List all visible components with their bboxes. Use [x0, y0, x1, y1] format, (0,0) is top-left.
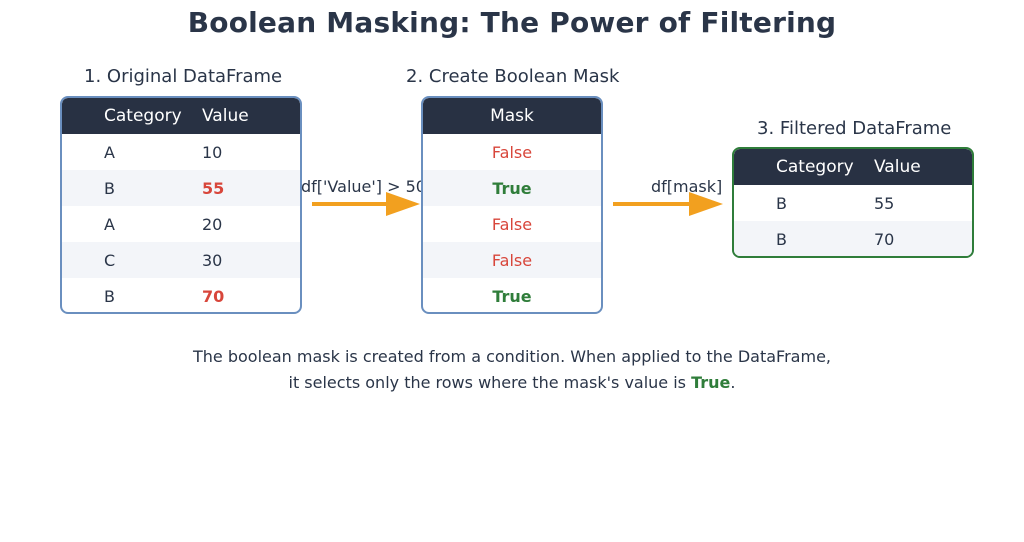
filtered-dataframe-table: Category Value B 55 B 70	[732, 147, 974, 258]
original-cell-value: 10	[202, 142, 223, 162]
filtered-header-value: Value	[874, 157, 921, 177]
table-row: False	[423, 206, 601, 242]
page-title: Boolean Masking: The Power of Filtering	[187, 6, 837, 39]
filtered-cell-category: B	[776, 193, 787, 213]
filtered-cell-category: B	[776, 229, 787, 249]
caption-line-2: it selects only the rows where the mask'…	[0, 370, 1024, 396]
table-row: B 55	[734, 185, 972, 221]
mask-cell-false: False	[491, 142, 533, 162]
arrow-right-icon	[312, 192, 420, 216]
original-dataframe-label: 1. Original DataFrame	[84, 66, 283, 87]
original-table-header: Category Value	[62, 98, 300, 134]
original-cell-category: A	[104, 142, 115, 162]
mask-table-header: Mask	[423, 98, 601, 134]
original-cell-category: B	[104, 286, 115, 306]
boolean-mask-label: 2. Create Boolean Mask	[406, 66, 620, 87]
caption-line-2-suffix: .	[730, 373, 736, 392]
original-cell-category: C	[104, 250, 116, 270]
table-row: False	[423, 134, 601, 170]
mask-cell-true: True	[492, 178, 532, 198]
original-header-category: Category	[104, 106, 182, 126]
mask-header: Mask	[490, 106, 534, 126]
table-row: True	[423, 278, 601, 312]
original-dataframe-table: Category Value A 10 B 55 A 20 C 30 B 70	[60, 96, 302, 314]
arrow-right-icon	[613, 192, 723, 216]
table-row: B 55	[62, 170, 300, 206]
caption-line-1: The boolean mask is created from a condi…	[193, 347, 831, 366]
original-cell-value-highlighted: 55	[202, 178, 225, 198]
table-row: A 20	[62, 206, 300, 242]
table-row: False	[423, 242, 601, 278]
mask-cell-true: True	[492, 286, 532, 306]
table-row: True	[423, 170, 601, 206]
table-row: B 70	[734, 221, 972, 256]
mask-cell-false: False	[491, 214, 533, 234]
original-cell-value: 30	[202, 250, 223, 270]
filtered-table-header: Category Value	[734, 149, 972, 185]
filtered-dataframe-label: 3. Filtered DataFrame	[757, 118, 952, 139]
boolean-mask-table: Mask False True False False True	[421, 96, 603, 314]
original-cell-value-highlighted: 70	[202, 286, 225, 306]
original-cell-value: 20	[202, 214, 223, 234]
table-row: C 30	[62, 242, 300, 278]
original-cell-category: A	[104, 214, 115, 234]
caption-true-highlight: True	[691, 373, 731, 392]
filtered-header-category: Category	[776, 157, 854, 177]
explanation-caption: The boolean mask is created from a condi…	[0, 344, 1024, 396]
mask-cell-false: False	[491, 250, 533, 270]
table-row: B 70	[62, 278, 300, 312]
filtered-cell-value: 55	[874, 193, 895, 213]
original-header-value: Value	[202, 106, 249, 126]
apply-mask-label: df[mask]	[651, 177, 723, 196]
original-cell-category: B	[104, 178, 115, 198]
condition-label: df['Value'] > 50	[301, 177, 426, 196]
table-row: A 10	[62, 134, 300, 170]
filtered-cell-value: 70	[874, 229, 895, 249]
caption-line-2-prefix: it selects only the rows where the mask'…	[288, 373, 692, 392]
